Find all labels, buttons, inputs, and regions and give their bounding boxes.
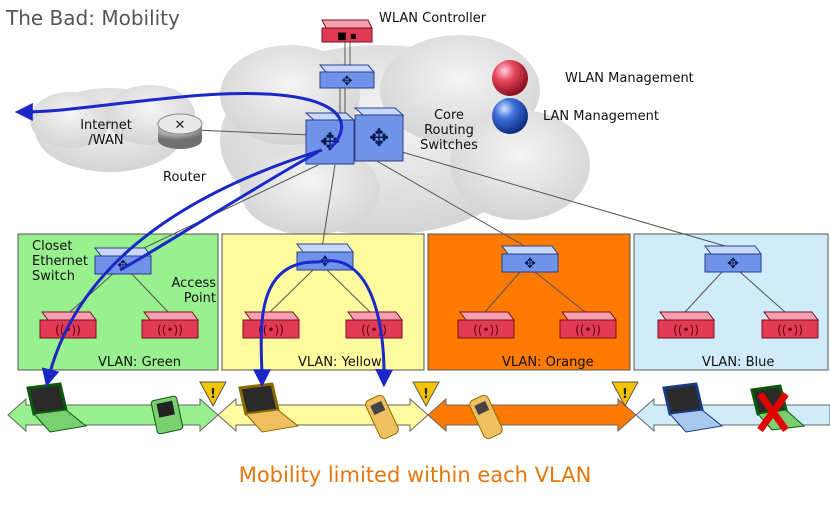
vlan-blue-label: VLAN: Blue	[702, 355, 775, 370]
core-switch-left-icon: ✥	[304, 112, 356, 165]
vlan-orange-label: VLAN: Orange	[502, 355, 594, 370]
lan-management-icon	[492, 98, 528, 134]
vlan-green-label: VLAN: Green	[98, 355, 181, 370]
slide-title: The Bad: Mobility	[6, 6, 180, 30]
closet-switch-icon: ✥	[704, 245, 762, 273]
svg-text:((•)): ((•))	[258, 323, 284, 337]
svg-text:■ ▪: ■ ▪	[337, 31, 356, 42]
svg-text:((•)): ((•))	[777, 323, 803, 337]
svg-text:✥: ✥	[369, 124, 389, 152]
warning-icon: !	[611, 381, 639, 408]
network-links	[69, 42, 786, 313]
access-point-icon: ((•))	[761, 311, 819, 339]
wlan-management-label: WLAN Management	[565, 71, 694, 86]
pda-icon	[150, 395, 184, 435]
internet-label: Internet /WAN	[80, 118, 132, 148]
caption: Mobility limited within each VLAN	[238, 463, 592, 487]
lan-management-label: LAN Management	[543, 109, 659, 124]
access-point-icon: ((•))	[657, 311, 715, 339]
svg-text:✕: ✕	[175, 118, 186, 133]
mobility-paths	[14, 92, 394, 388]
access-point-icon: ((•))	[242, 311, 300, 339]
x-mark-icon	[757, 391, 789, 433]
wlan-management-icon	[492, 60, 528, 96]
vlan-yellow-label: VLAN: Yellow	[298, 355, 382, 370]
svg-text:((•)): ((•))	[575, 323, 601, 337]
svg-text:!: !	[210, 387, 216, 402]
phone-icon	[365, 394, 399, 440]
orange-range-arrow	[427, 397, 637, 433]
phone-icon	[469, 394, 503, 440]
wlan-controller-label: WLAN Controller	[379, 11, 487, 26]
warning-icon: !	[412, 381, 440, 408]
router-icon: ✕	[157, 113, 203, 149]
svg-text:✥: ✥	[320, 128, 340, 156]
wlan-controller-icon: ■ ▪	[321, 19, 373, 43]
access-point-icon: ((•))	[559, 311, 617, 339]
core-routing-switches-label: Core Routing Switches	[420, 108, 478, 153]
svg-text:((•)): ((•))	[673, 323, 699, 337]
router-label: Router	[163, 170, 207, 185]
laptop-icon	[662, 382, 724, 433]
warning-icon: !	[199, 381, 227, 408]
svg-text:!: !	[622, 387, 628, 402]
svg-text:((•)): ((•))	[157, 323, 183, 337]
closet-switch-icon: ✥	[296, 243, 354, 271]
access-point-icon: ((•))	[457, 311, 515, 339]
svg-text:✥: ✥	[727, 256, 739, 272]
closet-ethernet-switch-label: Closet Ethernet Switch	[32, 239, 88, 284]
core-switch-top-icon: ✥	[318, 64, 376, 89]
svg-text:✥: ✥	[342, 74, 353, 89]
closet-switch-icon: ✥	[501, 245, 559, 273]
access-point-icon: ((•))	[141, 311, 199, 339]
svg-text:✥: ✥	[524, 256, 536, 272]
access-point-icon: ((•))	[39, 311, 97, 339]
access-point-icon: ((•))	[345, 311, 403, 339]
svg-text:!: !	[423, 387, 429, 402]
core-cloud	[220, 35, 590, 235]
access-point-label: Access Point	[171, 276, 216, 306]
core-switch-right-icon: ✥	[353, 107, 405, 162]
svg-text:((•)): ((•))	[473, 323, 499, 337]
